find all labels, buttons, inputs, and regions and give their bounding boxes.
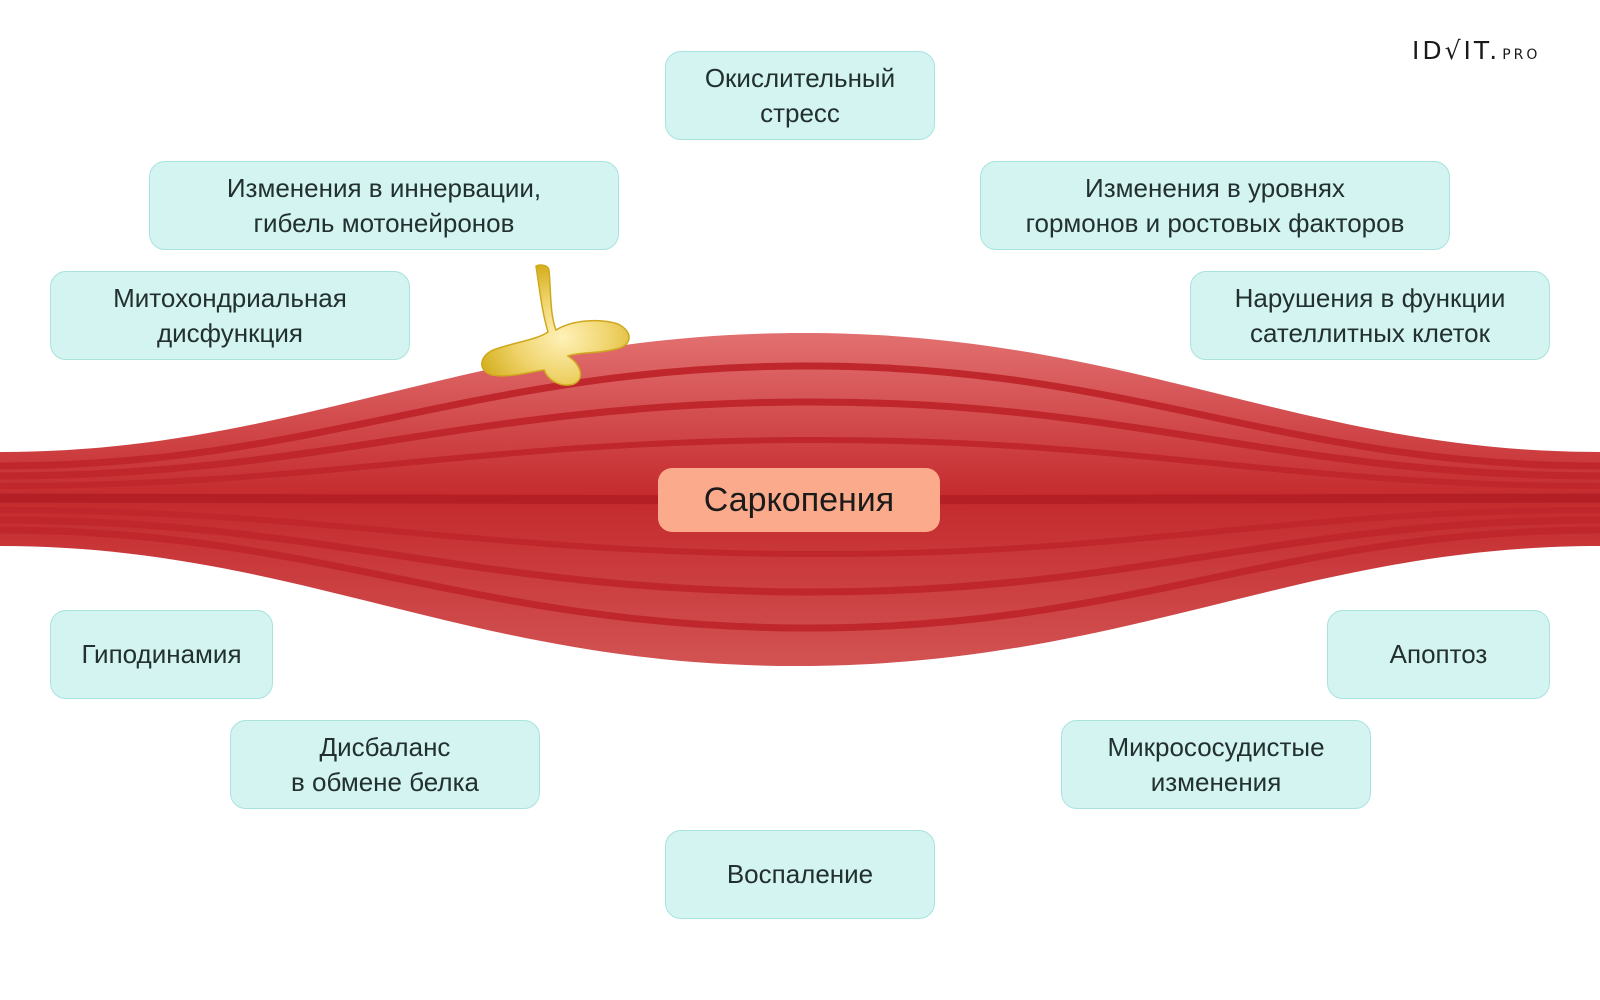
brand-logo: ID√IT. PRO [1412,36,1540,68]
factor-line: Окислительный [704,62,896,93]
factor-line: Митохондриальная [113,282,347,313]
neuromuscular-junction [481,264,630,386]
logo-suffix: PRO [1502,47,1541,63]
factor-line: Изменения в уровнях [1085,172,1345,203]
factor-line: Дисбаланс [319,731,451,762]
factor-innervation: Изменения в иннервации, гибель мотонейрон… [149,161,619,250]
factor-hypodynamia: Гиподинамия [50,610,273,699]
factor-line: Воспаление [726,859,874,889]
factor-line: гормонов и ростовых факторов [1025,207,1405,238]
factor-line: Гиподинамия [81,639,242,669]
factor-protein-imbalance: Дисбаланс в обмене белка [230,720,540,809]
logo-wordmark: ID√IT. [1412,36,1501,65]
factor-line: Апоптоз [1389,639,1488,669]
factor-inflammation: Воспаление [665,830,935,919]
factor-line: дисфункция [156,317,303,348]
factor-mitochondrial: Митохондриальная дисфункция [50,271,410,360]
factor-oxidative-stress: Окислительный стресс [665,51,935,140]
factor-line: стресс [760,97,840,128]
factor-line: сателлитных клеток [1249,317,1491,348]
sarcopenia-label: Саркопения [658,468,940,532]
factor-hormones: Изменения в уровнях гормонов и ростовых ф… [980,161,1450,250]
factor-satellite-cells: Нарушения в функции сателлитных клеток [1190,271,1550,360]
factor-line: Изменения в иннервации, [226,172,542,203]
factor-line: в обмене белка [291,766,479,797]
factor-apoptosis: Апоптоз [1327,610,1550,699]
factor-line: гибель мотонейронов [253,207,515,238]
factor-line: изменения [1150,766,1282,797]
factor-line: Нарушения в функции [1234,282,1506,313]
factor-line: Микрососудистые [1107,731,1325,762]
factor-microvascular: Микрососудистые изменения [1061,720,1371,809]
